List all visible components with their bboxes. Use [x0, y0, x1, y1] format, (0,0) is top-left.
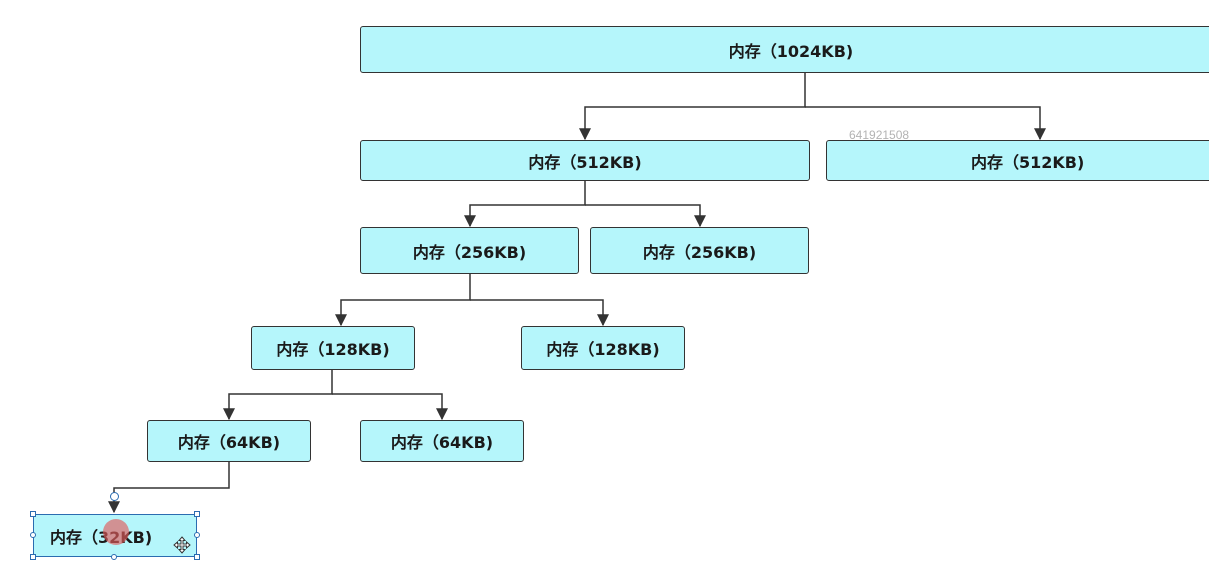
node-128kb-right[interactable]: 内存（128KB) [521, 326, 685, 370]
connection-anchor-top[interactable] [110, 492, 119, 501]
move-cursor-icon [173, 536, 191, 554]
connection-anchor-bottom[interactable] [111, 554, 117, 560]
connection-anchor-right[interactable] [194, 532, 200, 538]
connector-256-to-128-left [335, 274, 471, 327]
resize-handle-top-left[interactable] [30, 511, 36, 517]
node-64kb-right[interactable]: 内存（64KB) [360, 420, 524, 462]
connector-512-to-256-right [585, 204, 706, 228]
connector-1024-to-512-right [805, 106, 1046, 141]
connector-128-to-64-right [332, 393, 448, 421]
node-64kb-left[interactable]: 内存（64KB) [147, 420, 311, 462]
connector-256-to-128-right [470, 299, 609, 327]
resize-handle-bottom-left[interactable] [30, 554, 36, 560]
connector-512-to-256-left [464, 181, 586, 228]
connector-1024-to-512-left [579, 73, 806, 141]
node-512kb-right[interactable]: 内存（512KB) [826, 140, 1209, 181]
connector-64-to-32 [108, 462, 230, 514]
node-256kb-left[interactable]: 内存（256KB) [360, 227, 579, 274]
connector-128-to-64-left [223, 370, 333, 421]
node-128kb-left[interactable]: 内存（128KB) [251, 326, 415, 370]
resize-handle-top-right[interactable] [194, 511, 200, 517]
resize-handle-bottom-right[interactable] [194, 554, 200, 560]
connection-anchor-left[interactable] [30, 532, 36, 538]
node-512kb-left[interactable]: 内存（512KB) [360, 140, 810, 181]
watermark-text: 641921508 [849, 128, 910, 142]
node-256kb-right[interactable]: 内存（256KB) [590, 227, 809, 274]
node-1024kb[interactable]: 内存（1024KB) [360, 26, 1209, 73]
